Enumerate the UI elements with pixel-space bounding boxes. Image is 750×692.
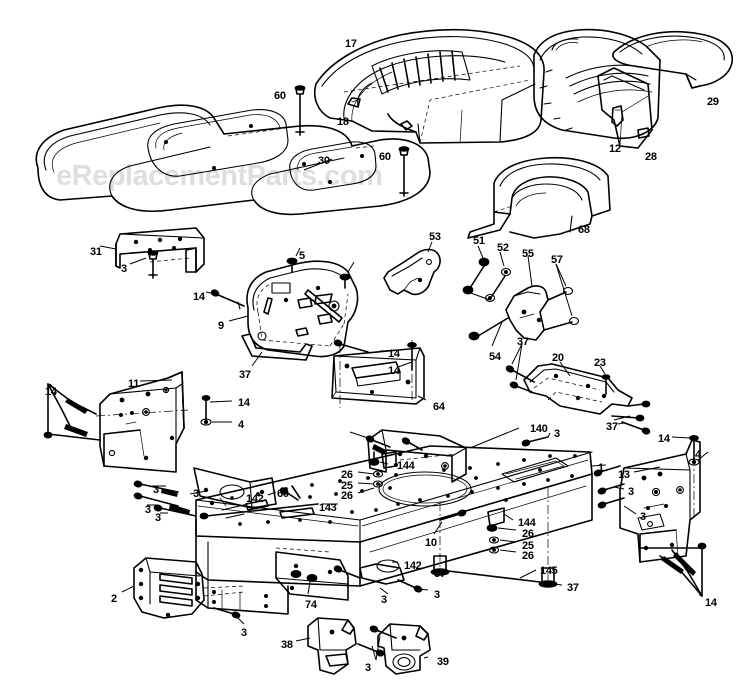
callout-nut-37: 37 <box>434 568 446 580</box>
part-floor-plate <box>505 343 651 422</box>
callout-screw-14: 14 <box>658 433 670 445</box>
callout-bolt-10: 10 <box>425 537 437 549</box>
part-hood-assembly <box>314 28 545 144</box>
callout-bolt-3: 3 <box>145 504 151 516</box>
callout-pin-54: 54 <box>489 351 501 363</box>
callout-screw-14: 14 <box>705 597 717 609</box>
callout-nut-74: 74 <box>305 599 317 611</box>
callout-bolt-5: 5 <box>299 250 305 262</box>
part-fender-deck <box>35 85 431 216</box>
screw-60-left <box>294 85 306 136</box>
callout-grille-right-trim-29: 29 <box>707 96 719 108</box>
callout-rod-143: 143 <box>319 502 337 514</box>
callout-nut-4: 4 <box>695 449 701 461</box>
callout-washer-25: 25 <box>341 480 353 492</box>
callout-screw-14: 14 <box>388 365 400 377</box>
callout-screw-14: 14 <box>388 348 400 360</box>
callout-bolt-3: 3 <box>365 662 371 674</box>
callout-rod-57: 57 <box>551 254 563 266</box>
callout-screw-60: 60 <box>379 151 391 163</box>
callout-hood-assembly-17: 17 <box>345 38 357 50</box>
callout-washer-144: 144 <box>518 517 536 529</box>
part-chassis-frame <box>133 427 607 615</box>
screw-14-dash <box>210 289 245 310</box>
callout-bolt-3: 3 <box>155 512 161 524</box>
bolt-5-left <box>286 247 301 273</box>
callout-bolt-3: 3 <box>121 263 127 275</box>
part-axle-bracket-right <box>369 623 431 675</box>
callout-screw-14: 14 <box>193 291 205 303</box>
callout-front-bumper-2: 2 <box>111 593 117 605</box>
callout-bolt-3: 3 <box>640 511 646 523</box>
callout-axle-bracket-right-39: 39 <box>437 656 449 668</box>
callout-bolt-3: 3 <box>381 594 387 606</box>
callout-bracket-142: 142 <box>404 560 422 572</box>
callout-fender-deck-30: 30 <box>318 155 330 167</box>
callout-bolt-3: 3 <box>153 484 159 496</box>
callout-bracket-55: 55 <box>522 248 534 260</box>
callout-nut-26: 26 <box>522 550 534 562</box>
callout-screw-60: 60 <box>277 488 289 500</box>
callout-nut-37: 37 <box>606 421 618 433</box>
callout-pin-52: 52 <box>497 242 509 254</box>
callout-nut-4: 4 <box>238 419 244 431</box>
callout-screw-14: 14 <box>45 386 57 398</box>
screw-60-right <box>398 146 410 197</box>
callout-bolt-3: 3 <box>554 428 560 440</box>
bolt-5-right <box>339 261 355 289</box>
callout-bracket-142: 142 <box>246 493 264 505</box>
callout-grille-insert-28: 28 <box>645 151 657 163</box>
callout-right-fender-panel-13: 13 <box>618 469 630 481</box>
callout-nut-26: 26 <box>341 490 353 502</box>
part-front-bumper <box>121 557 245 625</box>
callout-bolt-3: 3 <box>434 589 440 601</box>
part-dash-panel <box>205 247 359 367</box>
callout-screw-60: 60 <box>274 90 286 102</box>
callout-nut-37: 37 <box>517 336 529 348</box>
part-seat-pan-bracket <box>99 227 205 279</box>
leg-37-left <box>430 502 541 583</box>
part-right-fender-panel <box>593 421 709 597</box>
callout-chassis-frame-1: 1 <box>598 462 604 474</box>
fastener-stack-left <box>357 451 397 494</box>
part-fan-shroud <box>467 156 611 239</box>
part-left-fender-panel <box>43 371 233 473</box>
fastener-stack-right <box>486 507 517 554</box>
callout-nut-37: 37 <box>239 369 251 381</box>
callout-pin-51: 51 <box>473 235 485 247</box>
callout-floor-plate-20: 20 <box>552 352 564 364</box>
callout-dash-panel-9: 9 <box>218 320 224 332</box>
part-axle-bracket-left <box>295 617 385 675</box>
callout-nut-37: 37 <box>567 582 579 594</box>
part-grille-assembly <box>533 28 733 149</box>
callout-fan-shroud-68: 68 <box>578 224 590 236</box>
callout-bolt-3: 3 <box>193 488 199 500</box>
callout-left-fender-panel-11: 11 <box>128 378 140 390</box>
callout-nut-26: 26 <box>341 469 353 481</box>
callout-clip-12: 12 <box>609 143 621 155</box>
callout-washer-144: 144 <box>397 460 415 472</box>
callout-hood-bumper-18: 18 <box>337 116 349 128</box>
callout-lift-link-53: 53 <box>429 231 441 243</box>
callout-screw-23: 23 <box>594 357 606 369</box>
callout-bolt-3: 3 <box>628 486 634 498</box>
callout-bolt-3: 3 <box>241 627 247 639</box>
callout-screw-14: 14 <box>238 397 250 409</box>
callout-axle-bracket-left-38: 38 <box>281 639 293 651</box>
callout-nut-26: 26 <box>522 528 534 540</box>
callout-bracket-64: 64 <box>433 401 445 413</box>
callout-bracket-140: 140 <box>530 423 548 435</box>
callout-rod-145: 145 <box>540 565 558 577</box>
part-bracket-64 <box>331 339 427 408</box>
callout-seat-pan-bracket-31: 31 <box>90 246 102 258</box>
part-linkage-group <box>383 241 580 347</box>
callout-washer-25: 25 <box>522 540 534 552</box>
